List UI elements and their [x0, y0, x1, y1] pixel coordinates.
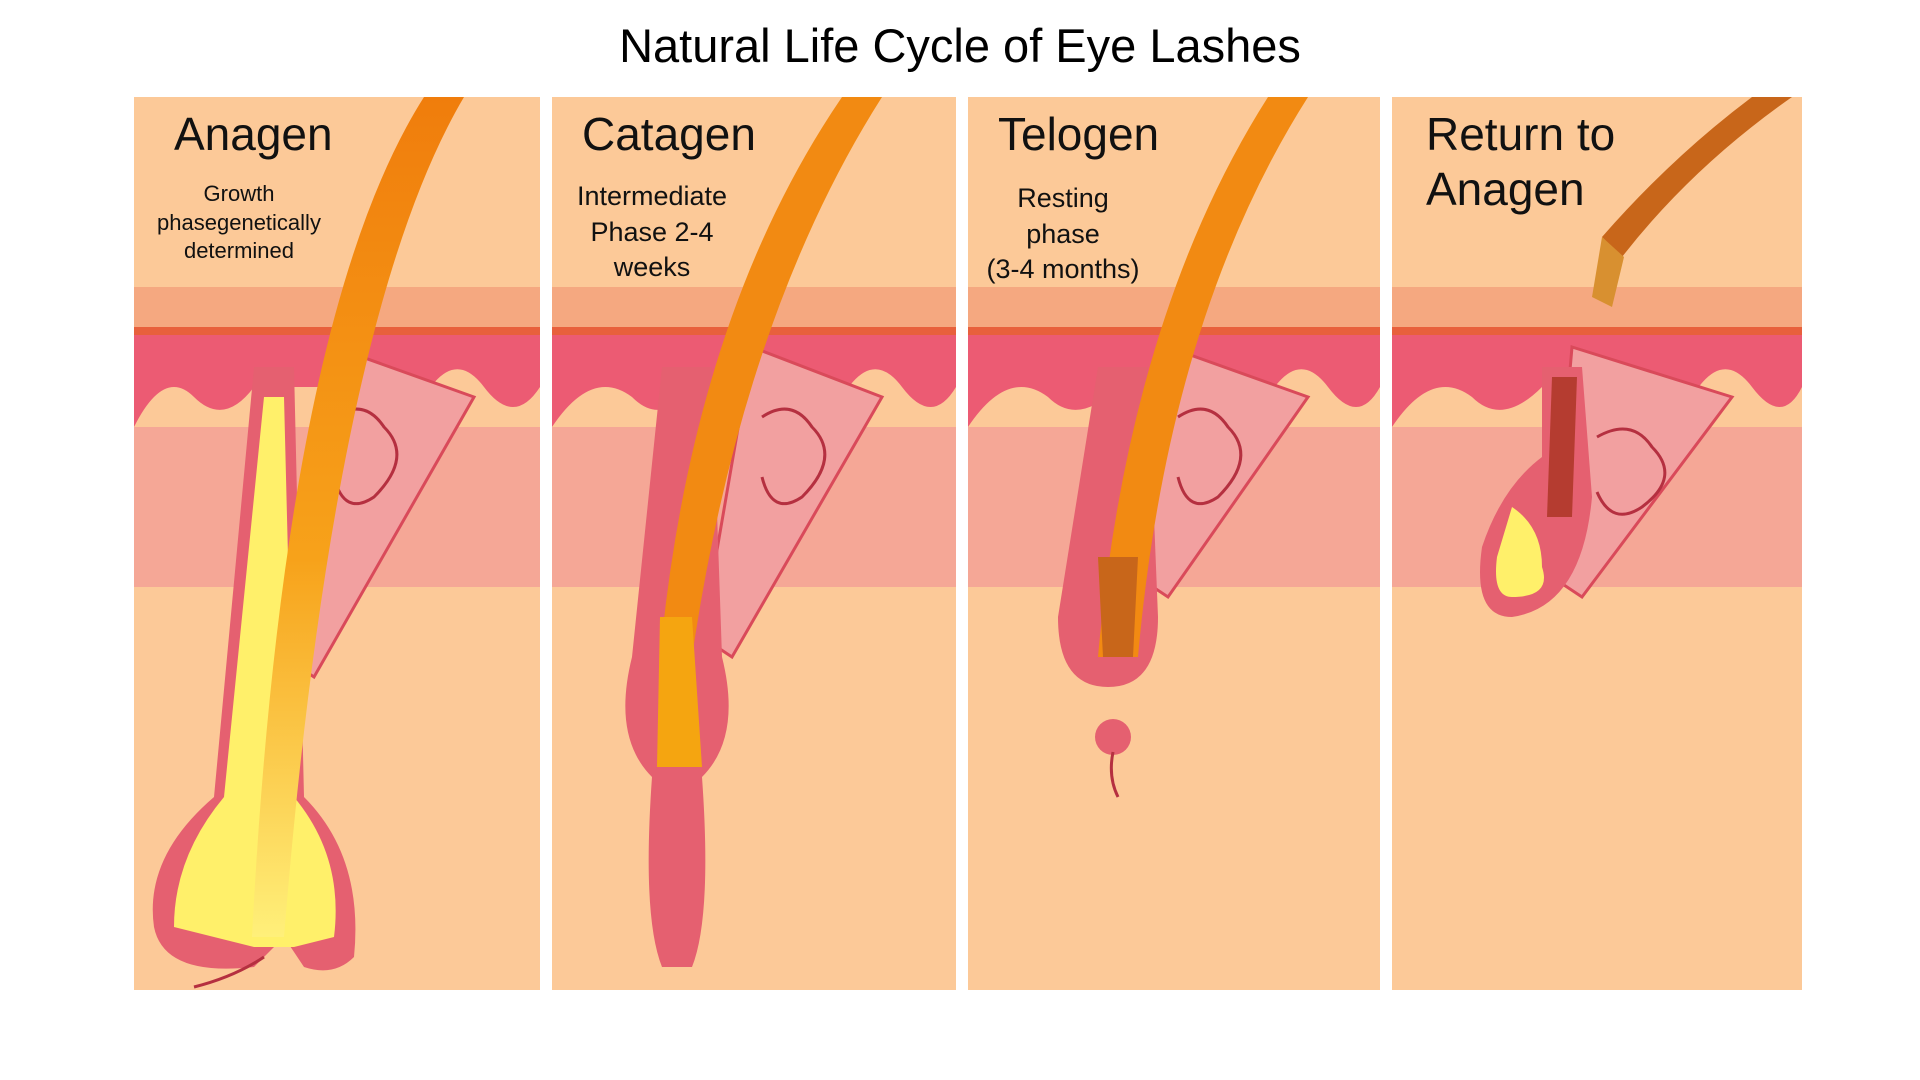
catagen-illustration [552, 97, 956, 967]
return-to-anagen-illustration [1392, 97, 1802, 617]
panel-anagen: Anagen Growth phasegenetically determine… [134, 97, 540, 990]
stage-title-telogen: Telogen [998, 108, 1160, 160]
telogen-illustration [968, 97, 1380, 798]
panel-return-to-anagen: Return to Anagen [1392, 97, 1802, 990]
diagram-title: Natural Life Cycle of Eye Lashes [619, 19, 1301, 72]
panel-catagen: Catagen Intermediate Phase 2-4 weeks [552, 97, 956, 990]
stage-title-return-to-anagen: Return to Anagen [1426, 108, 1616, 216]
stage-title-anagen: Anagen [174, 108, 333, 160]
stage-desc-telogen: Resting phase (3-4 months) [986, 183, 1140, 285]
stage-desc-catagen: Intermediate Phase 2-4 weeks [576, 181, 728, 283]
anagen-illustration [134, 97, 540, 989]
panel-telogen: Telogen Resting phase (3-4 months) [968, 97, 1380, 990]
stage-title-catagen: Catagen [582, 108, 756, 160]
stage-desc-anagen: Growth phasegenetically determined [157, 181, 321, 264]
